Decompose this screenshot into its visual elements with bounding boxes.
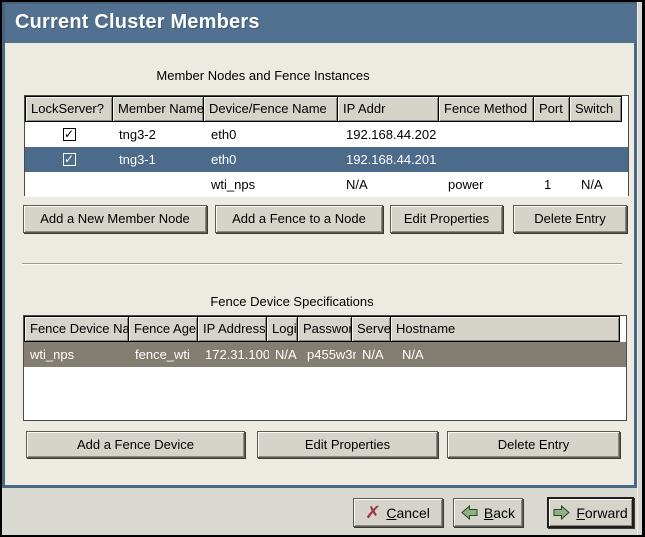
cancel-button[interactable]: ✗ Cancel xyxy=(353,498,443,527)
column-header-port[interactable]: Port xyxy=(533,96,570,122)
cancel-button-label: Cancel xyxy=(386,504,430,521)
hostname-cell: N/A xyxy=(402,347,424,362)
ip-address-cell: 172.31.100.1 xyxy=(205,347,269,362)
column-header-switch[interactable]: Switch xyxy=(569,96,622,122)
member-name-cell: tng3-1 xyxy=(119,152,156,167)
column-header-fence-device-name[interactable]: Fence Device Name xyxy=(24,316,129,342)
ip-addr-cell: N/A xyxy=(346,177,368,192)
column-header-member-name[interactable]: Member Name xyxy=(112,96,204,122)
delete-member-entry-button[interactable]: Delete Entry xyxy=(513,205,627,233)
table-row[interactable]: ✓ tng3-2 eth0 192.168.44.202 xyxy=(25,122,628,147)
column-header-device-fence-name[interactable]: Device/Fence Name xyxy=(203,96,338,122)
login-cell: N/A xyxy=(275,347,297,362)
table-row-selected[interactable]: wti_nps fence_wti 172.31.100.1 N/A p455w… xyxy=(24,342,626,367)
member-name-cell xyxy=(113,172,205,197)
device-fence-cell: eth0 xyxy=(211,152,237,167)
table-row-selected[interactable]: ✓ tng3-1 eth0 192.168.44.201 xyxy=(25,147,628,172)
check-icon: ✓ xyxy=(63,127,75,141)
switch-cell: N/A xyxy=(581,177,603,192)
fence-method-cell: power xyxy=(448,177,484,192)
add-fence-device-button[interactable]: Add a Fence Device xyxy=(26,431,245,458)
port-cell xyxy=(538,147,575,172)
column-header-password[interactable]: Password xyxy=(297,316,352,342)
password-cell: p455w3rd xyxy=(307,347,356,362)
column-header-ip-addr[interactable]: IP Addr xyxy=(337,96,439,122)
table-row[interactable]: wti_nps N/A power 1 N/A xyxy=(25,172,628,197)
fence-table-header-row: Fence Device Name Fence Agent IP Address… xyxy=(24,316,626,342)
server-cell: N/A xyxy=(362,347,384,362)
forward-button-label: Forward xyxy=(576,504,628,521)
delete-fence-entry-button[interactable]: Delete Entry xyxy=(447,431,620,458)
check-icon: ✓ xyxy=(63,152,75,166)
column-header-login[interactable]: Login xyxy=(266,316,298,342)
column-header-fence-agent[interactable]: Fence Agent xyxy=(128,316,198,342)
window-edge-highlight xyxy=(637,2,638,535)
switch-cell xyxy=(575,147,628,172)
back-button-label: Back xyxy=(483,504,516,521)
switch-cell xyxy=(575,122,628,147)
fence-method-cell xyxy=(442,147,538,172)
forward-button[interactable]: Forward xyxy=(547,497,634,528)
lockserver-cell: ✓ xyxy=(25,147,113,172)
members-section-label: Member Nodes and Fence Instances xyxy=(156,68,370,83)
column-header-lockserver[interactable]: LockServer? xyxy=(25,96,113,122)
forward-arrow-icon xyxy=(553,505,571,520)
fence-agent-cell: fence_wti xyxy=(135,347,190,362)
member-name-cell: tng3-2 xyxy=(119,127,156,142)
ip-addr-cell: 192.168.44.202 xyxy=(346,127,437,142)
fence-method-cell xyxy=(442,122,538,147)
member-table-header-row: LockServer? Member Name Device/Fence Nam… xyxy=(25,96,628,122)
section-separator xyxy=(22,263,622,265)
edit-member-properties-button[interactable]: Edit Properties xyxy=(390,205,503,233)
fence-devices-section-label: Fence Device Specifications xyxy=(210,294,374,309)
back-arrow-icon xyxy=(461,505,478,520)
cancel-x-icon: ✗ xyxy=(365,503,382,522)
page-title: Current Cluster Members xyxy=(15,11,260,33)
back-button[interactable]: Back xyxy=(453,498,523,527)
add-new-member-node-button[interactable]: Add a New Member Node xyxy=(23,205,207,233)
add-fence-to-node-button[interactable]: Add a Fence to a Node xyxy=(215,205,383,233)
lockserver-checkbox[interactable]: ✓ xyxy=(62,127,76,141)
lockserver-checkbox[interactable]: ✓ xyxy=(62,152,76,166)
column-header-server[interactable]: Server xyxy=(351,316,391,342)
device-fence-cell: wti_nps xyxy=(211,177,256,192)
member-nodes-table: LockServer? Member Name Device/Fence Nam… xyxy=(24,95,629,197)
fence-device-name-cell: wti_nps xyxy=(30,347,75,362)
port-cell: 1 xyxy=(544,177,552,192)
edit-fence-properties-button[interactable]: Edit Properties xyxy=(257,431,438,458)
lockserver-cell: ✓ xyxy=(25,122,113,147)
lockserver-cell xyxy=(25,172,113,197)
column-header-ip-address[interactable]: IP Address xyxy=(197,316,267,342)
column-header-fence-method[interactable]: Fence Method xyxy=(438,96,534,122)
fence-devices-table[interactable]: Fence Device Name Fence Agent IP Address… xyxy=(23,315,627,421)
page-title-bar: Current Cluster Members xyxy=(2,2,637,43)
ip-addr-cell: 192.168.44.201 xyxy=(346,152,437,167)
column-header-hostname[interactable]: Hostname xyxy=(390,316,620,342)
port-cell xyxy=(538,122,575,147)
device-fence-cell: eth0 xyxy=(211,127,237,142)
